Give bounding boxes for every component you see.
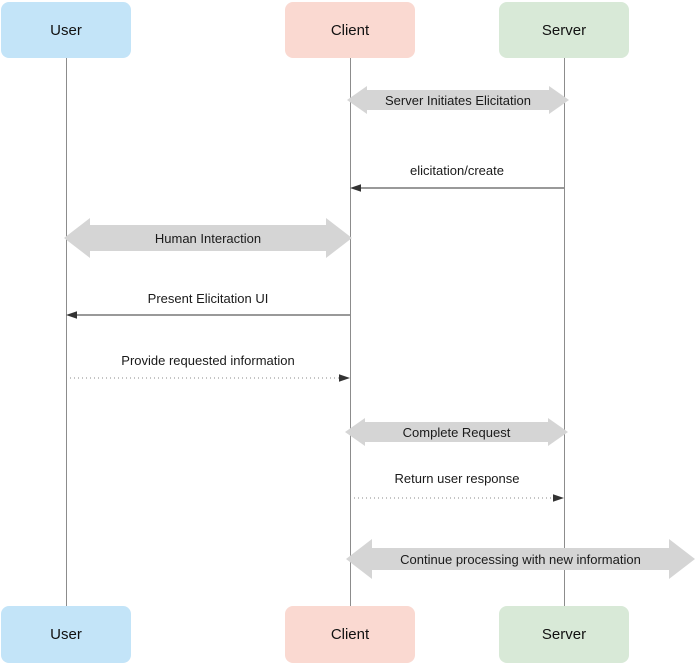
actor-server-top-label: Server (541, 21, 587, 39)
band-label: Human Interaction (154, 230, 262, 246)
actor-user-bottom: User (1, 606, 131, 663)
double-arrow-icon (347, 86, 569, 114)
lifeline-user (65, 57, 67, 606)
actor-user-top: User (1, 2, 131, 58)
lifeline-client (349, 57, 351, 606)
band-label: Complete Request (402, 424, 511, 440)
band-label: Server Initiates Elicitation (385, 92, 531, 108)
double-arrow-icon (345, 418, 568, 446)
actor-client-top: Client (285, 2, 415, 58)
actor-user-top-label: User (50, 21, 82, 39)
actor-server-top: Server (499, 2, 629, 58)
actor-client-bottom-label: Client (330, 626, 370, 643)
actor-user-bottom-label: User (50, 626, 82, 643)
actor-server-bottom-label: Server (541, 626, 587, 643)
message-label-return-user-response: Return user response (394, 471, 520, 486)
band-continue-processing: Continue processing with new information (346, 539, 695, 579)
lifeline-server (563, 57, 565, 606)
message-label-elicitation-create: elicitation/create (410, 163, 504, 178)
solid-arrow-left-icon (66, 311, 350, 319)
dotted-arrow-right-icon (350, 494, 564, 502)
solid-arrow-left-icon (350, 184, 564, 192)
actor-client-bottom: Client (285, 606, 415, 663)
message-label-provide-requested-information: Provide requested information (121, 353, 295, 368)
message-label-present-elicitation-ui: Present Elicitation UI (147, 291, 269, 306)
band-complete-request: Complete Request (345, 418, 568, 446)
actor-server-bottom: Server (499, 606, 629, 663)
double-arrow-icon (346, 539, 695, 579)
band-human-interaction: Human Interaction (64, 218, 352, 258)
double-arrow-icon (64, 218, 352, 258)
band-server-initiates-elicitation: Server Initiates Elicitation (347, 86, 569, 114)
dotted-arrow-right-icon (66, 374, 350, 382)
band-label: Continue processing with new information (400, 551, 641, 567)
actor-client-top-label: Client (330, 21, 370, 39)
